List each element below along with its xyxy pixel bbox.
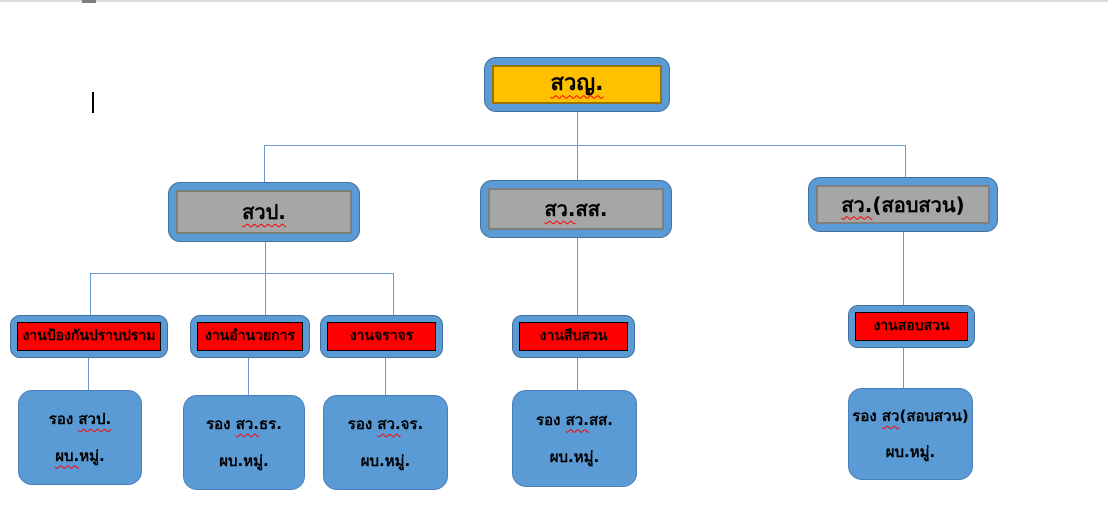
org-node-dep-svp-line1: รอง สวป. — [48, 410, 112, 428]
connector-drop-fn-2 — [265, 273, 266, 315]
org-node-svss[interactable]: สว.สส. — [480, 180, 672, 238]
connector-svp-bus — [90, 273, 393, 274]
org-node-fn-admin[interactable]: งานอำนวยการ — [190, 315, 310, 358]
org-node-fn-traffic-fill: งานจราจร — [327, 322, 436, 351]
org-node-fn-prevention-fill: งานป้องกันปราบปราม — [17, 322, 161, 351]
page-top-rule — [0, 0, 1108, 2]
org-node-fn-investigation-label: งานสืบสวน — [539, 327, 608, 344]
org-node-fn-admin-fill: งานอำนวยการ — [197, 322, 303, 351]
org-node-fn-inquiry[interactable]: งานสอบสวน — [848, 305, 975, 348]
org-node-root-label: สวญ. — [550, 71, 604, 97]
org-node-svss-label: สว.สส. — [544, 197, 608, 221]
org-node-svss-fill: สว.สส. — [488, 188, 664, 230]
connector-svss-stem — [577, 238, 578, 315]
org-node-svp-fill: สวป. — [176, 190, 352, 234]
org-node-dep-svjr-line2: ผบ.หมู่. — [360, 451, 411, 470]
org-node-dep-svtor-line1: รอง สว.ธร. — [206, 415, 282, 433]
org-node-dep-svss-line2: ผบ.หมู่. — [549, 447, 600, 466]
connector-drop-dep-3 — [385, 358, 386, 395]
org-node-fn-prevention-label: งานป้องกันปราบปราม — [22, 327, 156, 344]
org-node-dep-svtor[interactable]: รอง สว.ธร. ผบ.หมู่. — [183, 395, 305, 490]
org-node-dep-svsobsuan-line1: รอง สว(สอบสวน) — [852, 407, 969, 425]
connector-drop-dep-5 — [903, 348, 904, 388]
org-node-dep-svss-line1: รอง สว.สส. — [536, 410, 613, 429]
connector-drop-svss — [577, 145, 578, 180]
text-cursor — [92, 92, 94, 113]
org-node-root[interactable]: สวญ. — [484, 57, 670, 112]
connector-root-stem — [577, 112, 578, 145]
org-node-dep-svtor-line2: ผบ.หมู่. — [219, 451, 269, 470]
org-node-svsobsuan[interactable]: สว.(สอบสวน) — [808, 177, 998, 232]
org-node-dep-svp[interactable]: รอง สวป. ผบ.หมู่. — [18, 390, 142, 485]
org-node-svp[interactable]: สวป. — [168, 182, 360, 242]
org-node-dep-svjr-line1: รอง สว.จร. — [347, 415, 424, 433]
org-node-fn-prevention[interactable]: งานป้องกันปราบปราม — [10, 315, 168, 358]
org-node-fn-investigation-fill: งานสืบสวน — [519, 322, 628, 351]
org-node-dep-svss[interactable]: รอง สว.สส. ผบ.หมู่. — [512, 390, 637, 487]
org-node-dep-svp-line2: ผบ.หมู่. — [55, 446, 105, 465]
connector-drop-dep-4 — [577, 358, 578, 390]
org-node-svsobsuan-label: สว.(สอบสวน) — [841, 192, 965, 217]
connector-drop-dep-2 — [248, 358, 249, 395]
org-node-svsobsuan-fill: สว.(สอบสวน) — [816, 185, 990, 224]
org-node-svp-label: สวป. — [242, 200, 286, 224]
connector-drop-svp — [264, 145, 265, 182]
org-node-fn-traffic[interactable]: งานจราจร — [320, 315, 443, 358]
org-node-fn-admin-label: งานอำนวยการ — [204, 327, 296, 344]
connector-drop-fn-1 — [90, 273, 91, 315]
connector-svsobsuan-stem — [903, 232, 904, 305]
org-node-dep-svsobsuan[interactable]: รอง สว(สอบสวน) ผบ.หมู่. — [848, 388, 973, 480]
org-node-dep-svjr[interactable]: รอง สว.จร. ผบ.หมู่. — [323, 395, 448, 490]
page-top-rule-dark-segment — [82, 0, 96, 3]
org-node-root-fill: สวญ. — [492, 65, 662, 104]
connector-svp-stem — [265, 242, 266, 273]
connector-drop-dep-1 — [88, 358, 89, 390]
org-node-dep-svsobsuan-line2: ผบ.หมู่. — [885, 442, 936, 461]
connector-drop-svsobsuan — [905, 145, 906, 177]
org-node-fn-traffic-label: งานจราจร — [349, 327, 414, 344]
org-node-fn-inquiry-label: งานสอบสวน — [873, 317, 950, 334]
org-node-fn-investigation[interactable]: งานสืบสวน — [512, 315, 635, 358]
org-node-fn-inquiry-fill: งานสอบสวน — [855, 312, 968, 341]
connector-drop-fn-3 — [393, 273, 394, 315]
connector-level2-bus — [264, 145, 905, 146]
